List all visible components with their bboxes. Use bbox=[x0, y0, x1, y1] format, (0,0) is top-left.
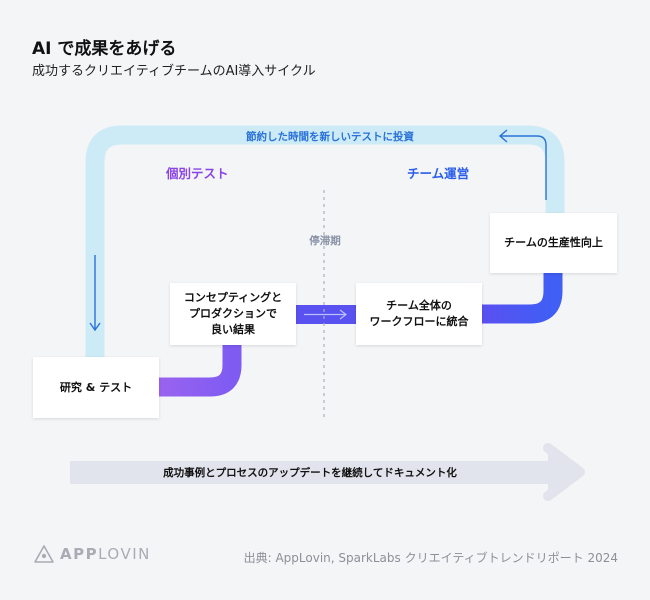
blue-connector-up bbox=[482, 272, 563, 324]
page-subtitle: 成功するクリエイティブチームのAI導入サイクル bbox=[32, 64, 316, 79]
step-research-test: 研究 & テスト bbox=[33, 357, 159, 418]
bottom-arrow-body bbox=[70, 461, 552, 484]
connector-arrow-icon bbox=[304, 309, 347, 320]
step-team-productivity: チームの生産性向上 bbox=[490, 213, 617, 273]
purple-connector bbox=[159, 345, 242, 397]
phase-individual-test: 個別テスト bbox=[166, 166, 229, 181]
stagnation-label: 停滞期 bbox=[309, 235, 341, 247]
applovin-mark-icon bbox=[34, 545, 54, 563]
phase-team-operation: チーム運営 bbox=[407, 166, 470, 181]
page-title: AI で成果をあげる bbox=[32, 39, 177, 59]
bottom-arrow-label: 成功事例とプロセスのアップデートを継続してドキュメント化 bbox=[163, 467, 457, 479]
loop-arrow-in-icon bbox=[498, 129, 547, 200]
applovin-logo: APPLOVIN bbox=[34, 545, 151, 563]
feedback-loop-path bbox=[85, 125, 565, 358]
step-good-results: コンセプティングと プロダクションで 良い結果 bbox=[170, 283, 296, 345]
loop-arrow-down-icon bbox=[89, 255, 101, 332]
step-workflow-integration: チーム全体の ワークフローに統合 bbox=[356, 283, 482, 345]
brand-second: LOVIN bbox=[98, 545, 151, 563]
brand-first: APP bbox=[60, 545, 99, 563]
loop-label: 節約した時間を新しいテストに投資 bbox=[246, 131, 414, 143]
bottom-arrow-head bbox=[543, 443, 585, 501]
source-citation: 出典: AppLovin, SparkLabs クリエイティブトレンドリポート … bbox=[243, 551, 618, 565]
